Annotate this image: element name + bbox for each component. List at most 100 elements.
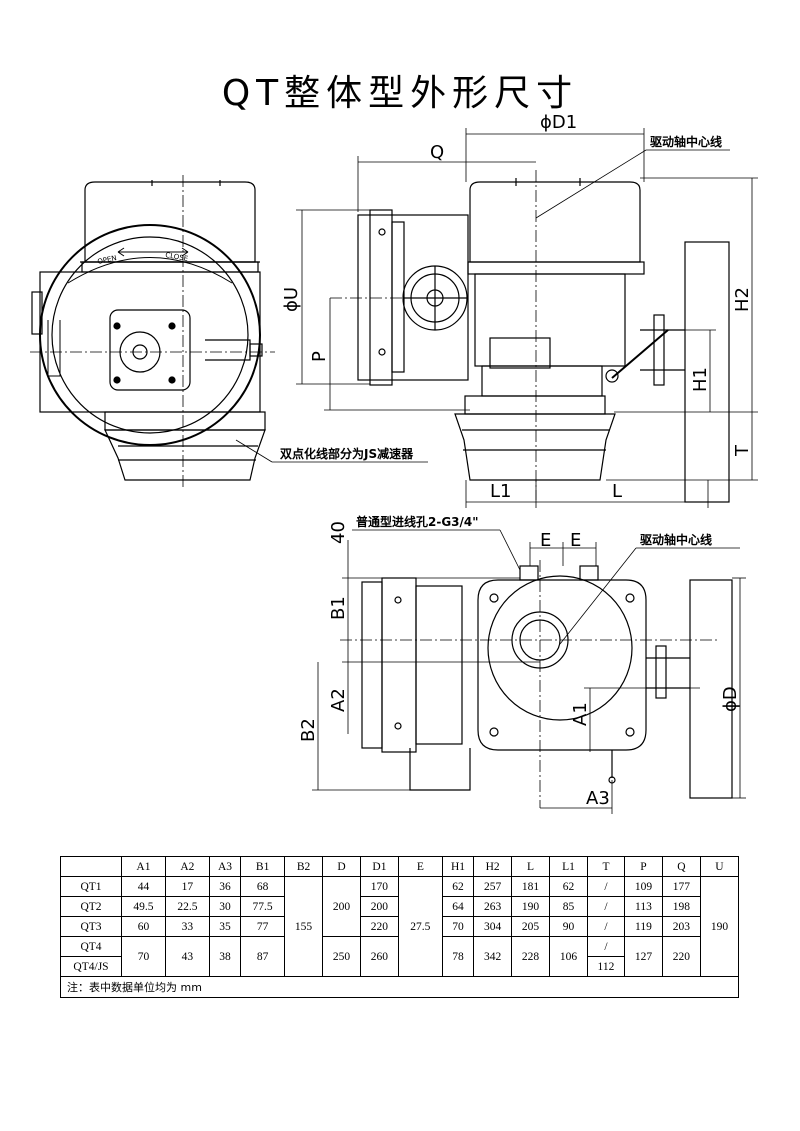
open-label: OPEN bbox=[97, 254, 118, 266]
dim-p: P bbox=[309, 351, 330, 362]
table-cell: 33 bbox=[164, 916, 210, 937]
front-view-handwheel bbox=[30, 175, 275, 490]
table-cell: 260 bbox=[359, 936, 399, 977]
table-note: 注：表中数据单位均为 mm bbox=[60, 976, 739, 998]
table-cell: / bbox=[586, 916, 626, 937]
table-header-cell: D bbox=[322, 856, 361, 877]
table-header-cell: L1 bbox=[549, 856, 588, 877]
table-cell: 205 bbox=[511, 916, 550, 937]
table-cell: 203 bbox=[661, 916, 701, 937]
table-cell: 200 bbox=[359, 896, 399, 917]
table-row-qt2: QT2 49.5 22.5 30 77.5 200 64 263 190 85 … bbox=[60, 896, 739, 917]
dim-phi-d: ϕD bbox=[720, 686, 741, 712]
table-cell: 304 bbox=[473, 916, 513, 937]
table-cell: 250 bbox=[322, 936, 361, 977]
table-cell: 70 bbox=[441, 916, 475, 937]
dim-q: Q bbox=[430, 142, 444, 163]
dim-b2: B2 bbox=[298, 718, 319, 742]
dim-h2: H2 bbox=[732, 287, 753, 312]
technical-drawing: OPEN CLOSE bbox=[30, 112, 758, 814]
table-cell: 113 bbox=[624, 896, 663, 917]
table-cell: 342 bbox=[473, 936, 513, 977]
table-cell-model: QT2 bbox=[60, 896, 122, 917]
table-cell: 228 bbox=[511, 936, 550, 977]
table-cell-model: QT4 bbox=[60, 936, 122, 957]
table-cell-d-merged: 200 bbox=[322, 876, 361, 937]
table-header-cell: L bbox=[511, 856, 550, 877]
table-cell-model: QT3 bbox=[60, 916, 122, 937]
table-cell: 62 bbox=[549, 876, 588, 897]
dim-a2: A2 bbox=[328, 688, 349, 712]
note-js-reducer: 双点化线部分为JS减速器 bbox=[280, 446, 414, 461]
dimension-lines-top bbox=[235, 128, 758, 508]
table-cell-model: QT1 bbox=[60, 876, 122, 897]
table-cell: 30 bbox=[208, 896, 242, 917]
table-cell: 190 bbox=[511, 896, 550, 917]
table-header-cell: P bbox=[624, 856, 663, 877]
table-header-cell: D1 bbox=[359, 856, 399, 877]
table-cell: 220 bbox=[359, 916, 399, 937]
note-drive-shaft-bottom: 驱动轴中心线 bbox=[640, 532, 712, 547]
table-row-qt3: QT3 60 33 35 77 220 70 304 205 90 / 119 … bbox=[60, 916, 739, 937]
dim-phi-d1: ϕD1 bbox=[540, 112, 577, 133]
table-header-cell: T bbox=[586, 856, 626, 877]
table-cell: / bbox=[586, 936, 626, 957]
table-cell: 85 bbox=[549, 896, 588, 917]
close-label: CLOSE bbox=[165, 251, 189, 263]
table-cell: 77 bbox=[240, 916, 286, 937]
table-cell: / bbox=[586, 896, 626, 917]
table-note-row: 注：表中数据单位均为 mm bbox=[60, 976, 739, 998]
table-cell: 220 bbox=[661, 936, 701, 977]
dim-b1: B1 bbox=[328, 596, 349, 620]
table-header-cell: A1 bbox=[121, 856, 166, 877]
table-cell: 109 bbox=[624, 876, 663, 897]
table-row-qt4: QT4 70 43 38 87 250 260 78 342 228 106 /… bbox=[60, 936, 739, 977]
table-cell-e-merged: 27.5 bbox=[397, 876, 443, 977]
table-cell: 60 bbox=[121, 916, 166, 937]
table-cell: 49.5 bbox=[121, 896, 166, 917]
table-row-qt4js: QT4/JS 112 bbox=[60, 956, 739, 977]
table-header-cell: B1 bbox=[240, 856, 286, 877]
table-cell: 78 bbox=[441, 936, 475, 977]
table-cell: 43 bbox=[164, 936, 210, 977]
dim-40: 40 bbox=[328, 521, 349, 544]
table-header-cell: H2 bbox=[473, 856, 513, 877]
dim-e-right: E bbox=[570, 530, 581, 551]
table-cell: 127 bbox=[624, 936, 663, 977]
table-cell-model: QT4/JS bbox=[60, 956, 122, 977]
table-header-cell: H1 bbox=[441, 856, 475, 877]
table-row-qt1: QT1 44 17 36 68 155 200 170 27.5 62 257 … bbox=[60, 876, 740, 977]
note-drive-shaft-top: 驱动轴中心线 bbox=[650, 134, 722, 149]
table-cell: 62 bbox=[441, 876, 475, 897]
table-header-cell: B2 bbox=[284, 856, 324, 877]
table-cell: 17 bbox=[164, 876, 210, 897]
table-cell: 68 bbox=[240, 876, 286, 897]
dim-l: L bbox=[612, 481, 622, 502]
table-cell-u-merged: 190 bbox=[699, 876, 740, 977]
table-cell: 181 bbox=[511, 876, 550, 897]
table-cell: 70 bbox=[121, 936, 166, 977]
dimension-lines-bottom bbox=[312, 529, 746, 814]
table-cell: 36 bbox=[208, 876, 242, 897]
table-cell: 170 bbox=[359, 876, 399, 897]
table-cell: 44 bbox=[121, 876, 166, 897]
table-cell: 35 bbox=[208, 916, 242, 937]
table-cell: 257 bbox=[473, 876, 513, 897]
table-cell-b2-merged: 155 bbox=[284, 876, 324, 977]
table-cell: 38 bbox=[208, 936, 242, 977]
dimension-table: A1 A2 A3 B1 B2 D D1 E H1 H2 L L1 T P Q U… bbox=[60, 856, 740, 998]
dim-t: T bbox=[732, 444, 753, 457]
table-cell: 112 bbox=[586, 956, 626, 977]
dim-u: ϕU bbox=[281, 287, 302, 312]
table-header-cell: U bbox=[699, 856, 740, 877]
table-cell: 177 bbox=[661, 876, 701, 897]
table-cell: 77.5 bbox=[240, 896, 286, 917]
table-header-cell: E bbox=[397, 856, 443, 877]
table-cell: 198 bbox=[661, 896, 701, 917]
table-cell: 87 bbox=[240, 936, 286, 977]
table-header-cell: Q bbox=[661, 856, 701, 877]
table-cell: 90 bbox=[549, 916, 588, 937]
note-cable-hole: 普通型进线孔2-G3/4" bbox=[356, 514, 479, 529]
dim-h1: H1 bbox=[690, 367, 711, 392]
table-header-row: A1 A2 A3 B1 B2 D D1 E H1 H2 L L1 T P Q U bbox=[60, 856, 740, 877]
